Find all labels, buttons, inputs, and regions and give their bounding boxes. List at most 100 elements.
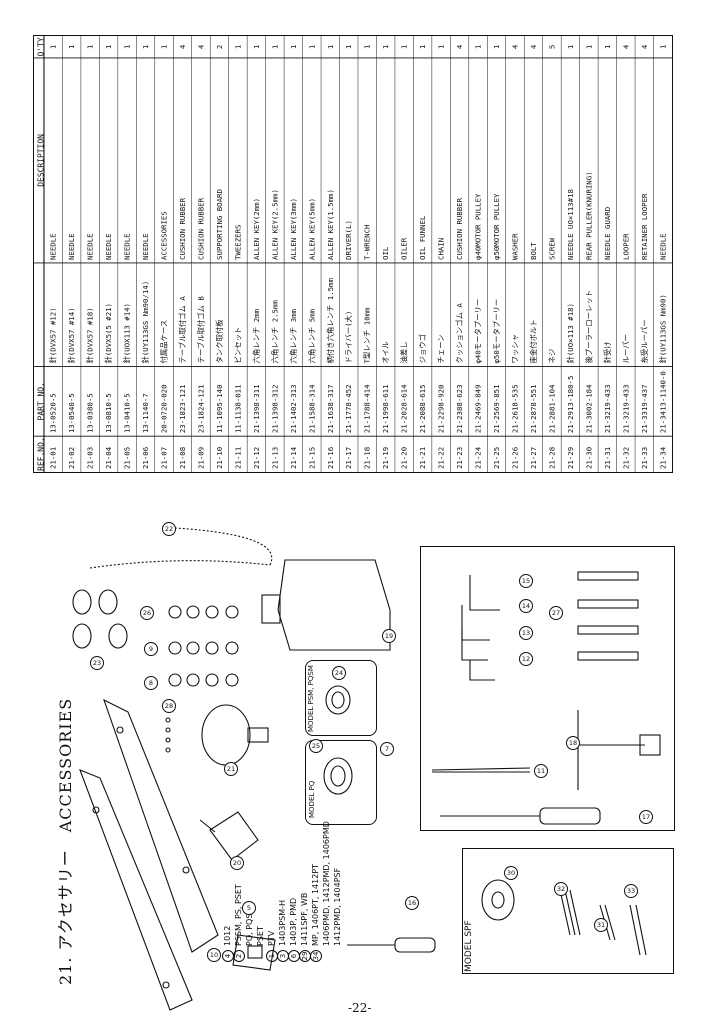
callout-number: 20 <box>230 856 244 870</box>
table-cell-desc: OIL FUNNEL <box>418 215 427 260</box>
table-cell-desc: WASHER <box>510 233 519 260</box>
table-cell-jp: ワッシャ <box>510 334 519 363</box>
table-cell-jp: チェーン <box>437 334 446 363</box>
table-header-qty: Q'TY <box>36 37 45 56</box>
table-cell-qty: 1 <box>400 45 409 49</box>
table-cell-ref: 21-11 <box>233 447 242 469</box>
table-cell-part: 13-1140-7 <box>141 393 150 433</box>
callout-number: 5 <box>242 901 256 915</box>
callout-number: 11 <box>534 764 548 778</box>
oiler-drawing <box>199 811 259 861</box>
table-cell-part: 21-1778-452 <box>344 384 353 433</box>
page-number: -22- <box>348 1001 372 1015</box>
table-cell-ref: 21-32 <box>621 447 630 469</box>
table-cell-ref: 21-28 <box>547 447 556 469</box>
table-cell-ref: 21-30 <box>584 447 593 469</box>
table-cell-ref: 21-26 <box>510 447 519 469</box>
table-cell-qty: 4 <box>621 44 630 49</box>
table-cell-part: 21-2469-849 <box>474 384 483 433</box>
table-cell-desc: ALLEN KEY(3mm) <box>289 198 298 260</box>
table-cell-qty: 1 <box>326 45 335 49</box>
table-cell-part: 21-1998-611 <box>381 384 390 433</box>
table-cell-jp: オイル <box>381 341 390 363</box>
table-cell-ref: 21-29 <box>566 447 575 469</box>
table-cell-desc: NEEDLE <box>658 233 667 260</box>
table-cell-jp: クッションゴム A <box>455 303 464 364</box>
table-cell-qty: 2 <box>215 45 224 49</box>
table-cell-desc: OIL <box>381 246 390 260</box>
table-cell-ref: 21-23 <box>455 447 464 469</box>
callout-number: 28 <box>162 699 176 713</box>
table-cell-ref: 21-10 <box>215 447 224 469</box>
table-cell-jp: 針(DVX5(5 #21) <box>104 303 113 363</box>
table-cell-ref: 21-19 <box>381 447 390 469</box>
table-cell-part: 13-0380-5 <box>86 393 95 433</box>
supporting-board-drawing <box>79 698 219 1011</box>
table-cell-ref: 21-20 <box>400 447 409 469</box>
table-cell-qty: 1 <box>289 45 298 49</box>
table-cell-desc: CUSHION RUBBER <box>196 197 205 260</box>
table-cell-part: 21-2618-535 <box>510 384 519 433</box>
table-cell-part: 21-3319-437 <box>640 384 649 433</box>
table-cell-ref: 21-15 <box>307 447 316 469</box>
table-cell-qty: 1 <box>49 45 58 49</box>
table-cell-qty: 1 <box>233 45 242 49</box>
table-cell-desc: ALLEN KEY(2.5mm) <box>270 189 279 260</box>
table-header-ref: REF.NO. <box>36 437 45 471</box>
tool-kit-box <box>420 546 675 831</box>
callout-number: 26 <box>140 606 154 620</box>
table-cell-part: 21-2569-851 <box>492 384 501 433</box>
allen-key-handle-drawing <box>347 937 436 953</box>
table-cell-jp: テーブル取付ゴム A <box>178 296 187 364</box>
table-cell-qty: 1 <box>603 45 612 49</box>
callout-number: 25 <box>309 739 323 753</box>
table-cell-desc: ALLEN KEY(2mm) <box>252 198 261 260</box>
table-cell-qty: 1 <box>381 45 390 49</box>
table-cell-desc: REAR PULLER(KNURING) <box>584 171 593 260</box>
table-cell-jp: ジョウゴ <box>418 334 427 363</box>
table-cell-jp: テーブル取付ゴム B <box>196 296 205 364</box>
table-cell-ref: 21-08 <box>178 447 187 469</box>
table-cell-ref: 21-01 <box>49 447 58 469</box>
table-cell-part: 13-0540-5 <box>67 393 76 433</box>
table-cell-qty: 4 <box>510 44 519 49</box>
callout-number: 12 <box>519 652 533 666</box>
callout-number: 17 <box>639 810 653 824</box>
table-cell-desc: RETAINER LOOPER <box>640 193 649 260</box>
table-cell-jp: 針(DVX57 #14) <box>67 307 76 363</box>
table-cell-jp: 針(DVX57 #12) <box>49 307 58 363</box>
table-cell-jp: ルーパー <box>621 334 630 363</box>
table-cell-desc: OILER <box>400 237 409 260</box>
table-cell-jp: 針(UY113GS Nm90/14) <box>141 281 150 364</box>
table-cell-part: 13-0810-5 <box>104 393 113 433</box>
table-cell-qty: 4 <box>178 44 187 49</box>
callout-number: 30 <box>504 866 518 880</box>
table-cell-qty: 4 <box>196 44 205 49</box>
table-cell-ref: 21-33 <box>640 447 649 469</box>
table-cell-qty: 1 <box>252 45 261 49</box>
table-cell-part: 21-2913-180-5 <box>566 376 575 434</box>
table-cell-part: 23-1823-121 <box>178 384 187 433</box>
table-cell-ref: 21-34 <box>658 446 667 469</box>
model-pq-box <box>305 740 377 825</box>
callout-number: 22 <box>162 522 176 536</box>
table-cell-jp: ドライバー(大) <box>344 311 353 364</box>
table-cell-qty: 1 <box>418 45 427 49</box>
callout-number: 16 <box>405 896 419 910</box>
table-cell-desc: SCREW <box>547 237 556 260</box>
table-cell-jp: ピンセット <box>233 327 242 364</box>
allen-keys-drawing <box>461 575 500 681</box>
table-cell-qty: 1 <box>86 45 95 49</box>
table-cell-desc: T-WRENCH <box>363 225 372 260</box>
table-cell-ref: 21-24 <box>474 446 483 469</box>
model-spf-box <box>462 848 674 974</box>
table-cell-qty: 1 <box>270 45 279 49</box>
table-cell-part: 23-1824-121 <box>196 384 205 433</box>
table-cell-desc: NEEDLE <box>104 233 113 260</box>
callout-number: 7 <box>380 742 394 756</box>
plate-drawing <box>232 934 276 971</box>
table-cell-part: 11-1138-011 <box>233 384 242 433</box>
table-cell-desc: NEEDLE <box>49 233 58 260</box>
table-cell-desc: NEEDLE <box>67 233 76 260</box>
table-cell-desc: CUSHION RUBBER <box>178 197 187 260</box>
